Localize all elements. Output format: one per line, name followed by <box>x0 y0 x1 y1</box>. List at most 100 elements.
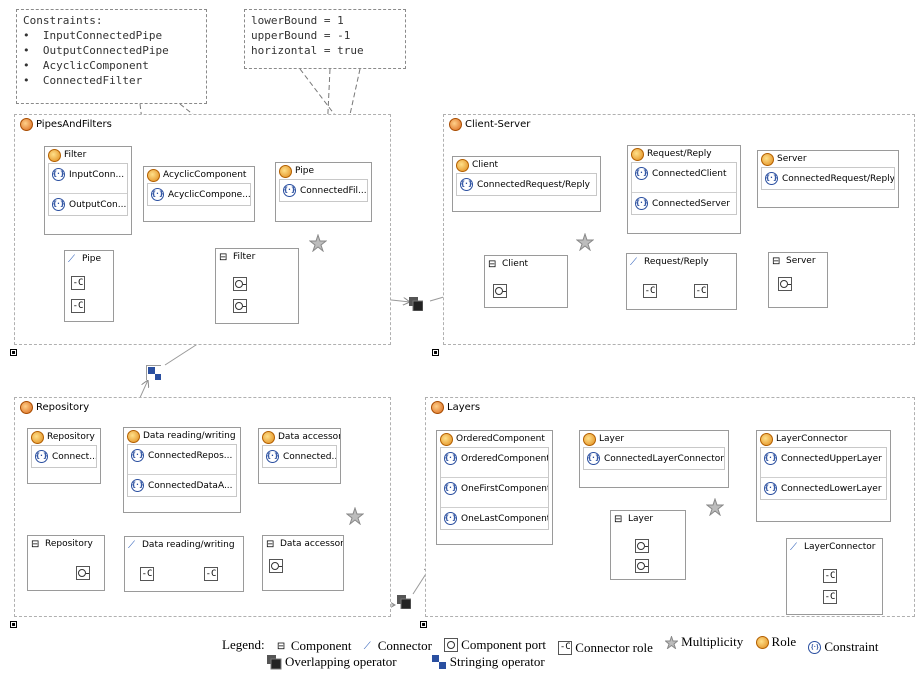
connector-icon: ⟋ <box>630 256 637 268</box>
role-acyclic-component[interactable]: AcyclicComponent {·}AcyclicCompone... <box>143 166 255 222</box>
component-client[interactable]: ⊟Client <box>484 255 568 308</box>
constraint-item[interactable]: {·}ConnectedLayerConnector <box>587 452 724 465</box>
constraints-note: Constraints: • InputConnectedPipe • Outp… <box>16 9 207 104</box>
overlapping-operator-icon[interactable] <box>396 594 411 609</box>
role-icon <box>262 430 275 444</box>
connector-title: LayerConnector <box>804 542 876 552</box>
connector-role-port[interactable]: -C <box>823 590 837 604</box>
constraint-item[interactable]: {·}ConnectedClient <box>635 167 727 180</box>
connector-icon: ⟋ <box>128 539 135 551</box>
role-server[interactable]: Server {·}ConnectedRequest/Reply <box>757 150 899 208</box>
constraint-item[interactable]: {·}ConnectedRepos... <box>131 449 233 462</box>
connector-role-port[interactable]: -C <box>71 276 85 290</box>
constraint-item[interactable]: {·}ConnectedRequest/Reply <box>765 172 894 185</box>
constraint-item[interactable]: {·}OneFirstComponent <box>444 482 548 495</box>
component-server[interactable]: ⊟Server <box>768 252 828 308</box>
role-repository[interactable]: Repository {·}Connect... <box>27 428 101 484</box>
component-port[interactable] <box>233 277 247 291</box>
connector-pipe[interactable]: ⟋Pipe -C -C <box>64 250 114 322</box>
role-title: Data reading/writing <box>143 431 236 441</box>
connector-role-port[interactable]: -C <box>694 284 708 298</box>
role-data-accessor[interactable]: Data accessor {·}Connected... <box>258 428 341 484</box>
role-layer-connector[interactable]: LayerConnector {·}ConnectedUpperLayer {·… <box>756 430 891 522</box>
multiplicity-star-icon[interactable] <box>576 233 594 251</box>
collapse-corner-icon[interactable]: ▪ <box>10 349 17 356</box>
role-title: Data accessor <box>278 432 340 442</box>
collapse-corner-icon[interactable]: ▪ <box>420 621 427 628</box>
constraint-item[interactable]: {·}OutputCon... <box>52 198 127 211</box>
constraint-icon: {·} <box>266 450 279 463</box>
role-title: Request/Reply <box>647 149 712 159</box>
package-name: Repository <box>36 402 90 413</box>
collapse-corner-icon[interactable]: ▪ <box>432 349 439 356</box>
component-data-accessor[interactable]: ⊟Data accessor <box>262 535 344 591</box>
role-icon <box>761 152 774 166</box>
constraint-icon: {·} <box>764 482 777 495</box>
legend-overlapping: Overlapping operator <box>266 654 397 670</box>
role-filter[interactable]: Filter {·}InputConn... {·}OutputCon... <box>44 146 132 235</box>
constraint-item[interactable]: {·}ConnectedFil... <box>283 184 367 197</box>
role-data-reading-writing[interactable]: Data reading/writing {·}ConnectedRepos..… <box>123 427 241 513</box>
multiplicity-star-icon[interactable] <box>309 234 327 252</box>
connector-data-reading-writing[interactable]: ⟋ Data reading/writing -C -C <box>124 536 244 592</box>
multiplicity-star-icon[interactable] <box>346 507 364 525</box>
constraint-item[interactable]: {·}ConnectedLowerLayer <box>764 482 882 495</box>
package-name: Layers <box>447 402 481 413</box>
component-title: Server <box>786 256 816 266</box>
role-layer[interactable]: Layer {·}ConnectedLayerConnector <box>579 430 729 488</box>
stringing-operator-icon[interactable] <box>146 365 161 380</box>
legend-constraint: {·}Constraint <box>808 639 879 655</box>
role-client[interactable]: Client {·}ConnectedRequest/Reply <box>452 156 601 212</box>
component-port[interactable] <box>76 566 90 580</box>
connector-role-port[interactable]: -C <box>204 567 218 581</box>
bounds-note: lowerBound = 1 upperBound = -1 horizonta… <box>244 9 406 69</box>
role-title: Layer <box>599 434 625 444</box>
constraint-icon: {·} <box>35 450 48 463</box>
package-name: Client-Server <box>465 119 531 130</box>
component-port[interactable] <box>635 539 649 553</box>
component-repository[interactable]: ⊟Repository <box>27 535 105 591</box>
legend-connector: ⟋Connector <box>363 638 432 653</box>
component-port[interactable] <box>778 277 792 291</box>
connector-layer-connector[interactable]: ⟋LayerConnector -C -C <box>786 538 883 615</box>
connector-request-reply[interactable]: ⟋Request/Reply -C -C <box>626 253 737 310</box>
connector-role-port[interactable]: -C <box>643 284 657 298</box>
constraint-item[interactable]: {·}Connect... <box>35 450 96 463</box>
component-port[interactable] <box>269 559 283 573</box>
connector-role-port[interactable]: -C <box>140 567 154 581</box>
constraint-item[interactable]: {·}ConnectedDataA... <box>131 479 233 492</box>
constraint-item[interactable]: {·}ConnectedRequest/Reply <box>460 178 590 191</box>
constraint-icon: {·} <box>460 178 473 191</box>
constraint-icon: {·} <box>635 197 648 210</box>
constraint-item[interactable]: {·}AcyclicCompone... <box>151 188 250 201</box>
connector-role-port[interactable]: -C <box>823 569 837 583</box>
connector-role-port[interactable]: -C <box>71 299 85 313</box>
constraint-item[interactable]: {·}ConnectedServer <box>635 197 730 210</box>
connector-title: Data reading/writing <box>142 540 235 550</box>
constraint-item[interactable]: {·}ConnectedUpperLayer <box>764 452 882 465</box>
collapse-corner-icon[interactable]: ▪ <box>10 621 17 628</box>
component-port[interactable] <box>233 299 247 313</box>
component-filter[interactable]: ⊟Filter <box>215 248 299 324</box>
constraint-item[interactable]: {·}OrderedComponent <box>444 452 548 465</box>
role-icon <box>31 430 44 444</box>
role-pipe[interactable]: Pipe {·}ConnectedFil... <box>275 162 372 222</box>
constraint-item[interactable]: {·}OneLastComponent <box>444 512 548 525</box>
package-title: PipesAndFilters <box>20 118 112 131</box>
role-request-reply[interactable]: Request/Reply {·}ConnectedClient {·}Conn… <box>627 145 741 234</box>
component-icon: ⊟ <box>31 538 40 550</box>
component-port[interactable] <box>635 559 649 573</box>
role-ordered-component[interactable]: OrderedComponent {·}OrderedComponent {·}… <box>436 430 553 545</box>
role-title: Pipe <box>295 166 314 176</box>
legend-role: Role <box>755 634 796 650</box>
multiplicity-star-icon[interactable] <box>706 498 724 516</box>
constraint-item[interactable]: {·}Connected... <box>266 450 336 463</box>
connector-title: Pipe <box>82 254 101 264</box>
component-port[interactable] <box>493 284 507 298</box>
overlapping-operator-icon[interactable] <box>408 296 423 311</box>
component-layer[interactable]: ⊟Layer <box>610 510 686 580</box>
role-title: OrderedComponent <box>456 434 545 444</box>
constraint-item[interactable]: {·}InputConn... <box>52 168 125 181</box>
constraint-icon: {·} <box>444 482 457 495</box>
role-icon <box>127 429 140 443</box>
